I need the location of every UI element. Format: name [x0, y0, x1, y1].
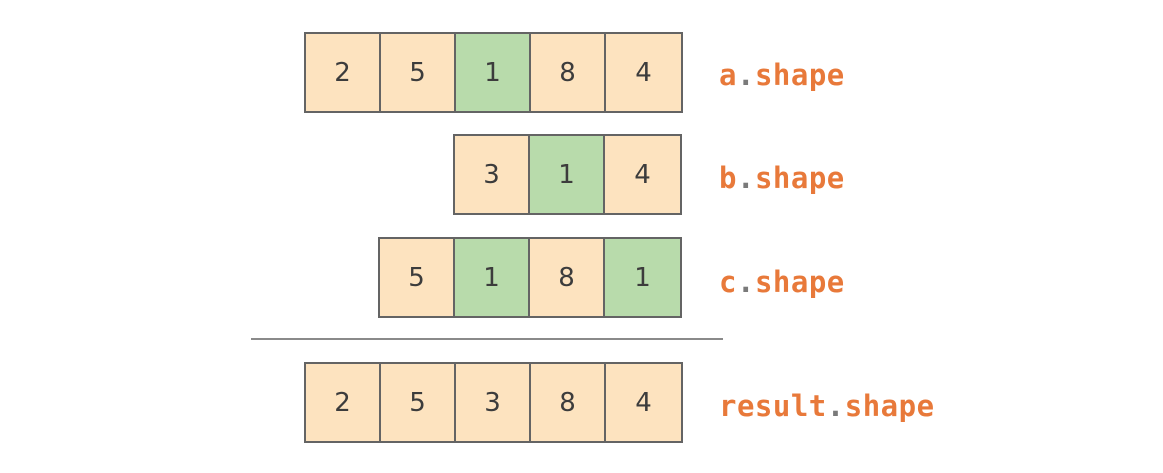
cell: 1	[455, 239, 530, 316]
label-dot: .	[826, 389, 845, 423]
cell: 2	[306, 34, 381, 111]
cell: 4	[605, 136, 680, 213]
result-divider	[251, 338, 723, 340]
row-result-shape: 2 5 3 8 4	[304, 362, 683, 443]
cell: 5	[380, 239, 455, 316]
cell: 8	[531, 364, 606, 441]
label-c-shape: c.shape	[719, 265, 845, 299]
label-dot: .	[736, 161, 755, 195]
cell: 4	[606, 364, 681, 441]
label-dot: .	[736, 58, 755, 92]
cell: 4	[606, 34, 681, 111]
cell: 8	[531, 34, 606, 111]
label-attr: shape	[754, 161, 845, 195]
label-result-shape: result.shape	[719, 389, 935, 423]
cell: 1	[605, 239, 680, 316]
cell: 5	[381, 34, 456, 111]
cell: 5	[381, 364, 456, 441]
label-attr: shape	[754, 265, 845, 299]
label-dot: .	[736, 265, 755, 299]
label-name: result	[719, 389, 827, 423]
row-a-shape: 2 5 1 8 4	[304, 32, 683, 113]
label-attr: shape	[754, 58, 845, 92]
cell: 3	[456, 364, 531, 441]
cell: 1	[456, 34, 531, 111]
label-attr: shape	[844, 389, 935, 423]
row-b-shape: 3 1 4	[453, 134, 682, 215]
cell: 3	[455, 136, 530, 213]
row-c-shape: 5 1 8 1	[378, 237, 682, 318]
cell: 8	[530, 239, 605, 316]
label-name: a	[719, 58, 737, 92]
label-name: b	[719, 161, 737, 195]
cell: 1	[530, 136, 605, 213]
label-name: c	[719, 265, 737, 299]
cell: 2	[306, 364, 381, 441]
label-b-shape: b.shape	[719, 161, 845, 195]
label-a-shape: a.shape	[719, 58, 845, 92]
